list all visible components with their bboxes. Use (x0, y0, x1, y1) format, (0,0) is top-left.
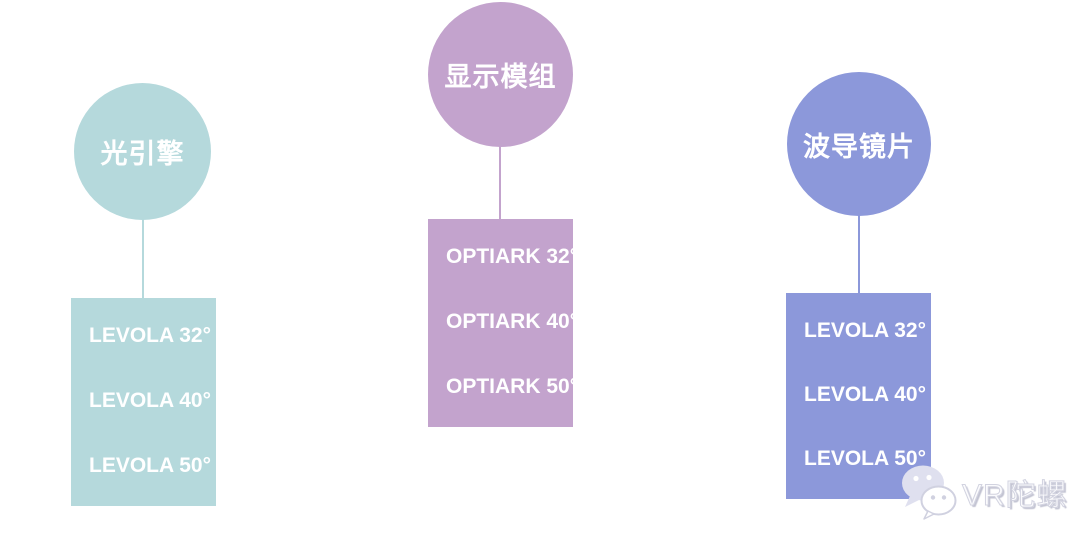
item-label: LEVOLA 40° (89, 388, 211, 412)
category-circle-light-engine: 光引擎 (74, 83, 211, 220)
category-label: 波导镜片 (803, 131, 915, 162)
item-label: OPTIARK 32° (446, 245, 579, 269)
watermark-text: VR陀螺 (962, 479, 1068, 513)
item-label: LEVOLA 32° (89, 324, 211, 348)
item-label: LEVOLA 40° (804, 383, 926, 406)
category-circle-waveguide-lens: 波导镜片 (787, 72, 931, 216)
category-circle-display-module: 显示模组 (428, 2, 573, 147)
item-label: LEVOLA 32° (804, 319, 926, 342)
item-box-light-engine: LEVOLA 32° LEVOLA 40° LEVOLA 50° (71, 298, 216, 506)
item-box-display-module: OPTIARK 32° OPTIARK 40° OPTIARK 50° (428, 219, 579, 427)
watermark: VR陀螺 (900, 464, 1068, 520)
category-label: 光引擎 (100, 139, 185, 169)
category-label: 显示模组 (444, 62, 557, 92)
connector-line (142, 215, 144, 299)
item-label: LEVOLA 50° (89, 453, 211, 477)
connector-line (858, 212, 860, 294)
item-label: OPTIARK 40° (446, 309, 579, 333)
item-box-waveguide-lens: LEVOLA 32° LEVOLA 40° LEVOLA 50° (786, 293, 931, 499)
item-label: OPTIARK 50° (446, 374, 579, 398)
connector-line (499, 143, 501, 220)
wechat-bubbles-icon (902, 465, 957, 520)
item-label: LEVOLA 50° (804, 447, 926, 470)
